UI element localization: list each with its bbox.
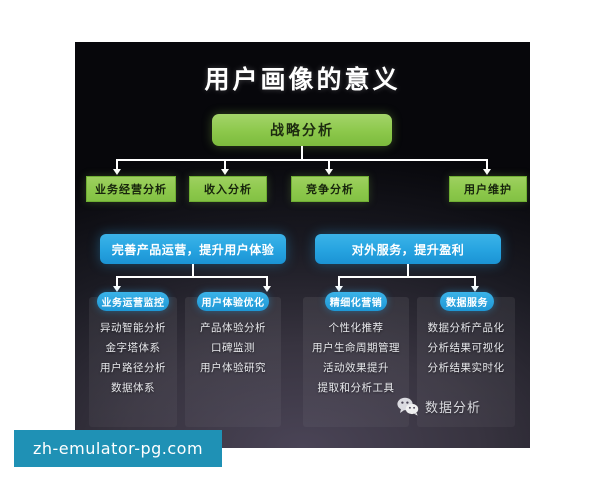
column-header-refined-marketing[interactable]: 精细化营销 <box>325 292 387 311</box>
node-user-maintenance[interactable]: 用户维护 <box>449 176 527 202</box>
column-header-business-monitoring[interactable]: 业务运营监控 <box>97 292 169 311</box>
connector-arrow-1 <box>113 169 121 175</box>
column-items-4: 数据分析产品化 分析结果可视化 分析结果实时化 <box>417 320 515 375</box>
column-items-2: 产品体验分析 口碑监测 用户体验研究 <box>185 320 281 375</box>
list-item: 分析结果可视化 <box>427 342 505 354</box>
connector-arrow-r1 <box>335 286 343 292</box>
list-item: 数据体系 <box>111 382 155 394</box>
node-strategy-analysis[interactable]: 战略分析 <box>212 114 392 146</box>
wechat-label: 数据分析 <box>425 401 482 416</box>
site-banner-text: zh-emulator-pg.com <box>32 439 204 458</box>
connector-drop-1 <box>116 159 118 170</box>
list-item: 分析结果实时化 <box>427 362 505 374</box>
list-item: 金字塔体系 <box>105 342 161 354</box>
node-label: 竞争分析 <box>306 183 354 196</box>
column-panel-4 <box>417 297 515 427</box>
list-item: 数据分析产品化 <box>427 322 505 334</box>
connector-drop-2 <box>224 159 226 170</box>
column-header-label: 数据服务 <box>446 298 488 309</box>
node-external-service-profit[interactable]: 对外服务，提升盈利 <box>315 234 501 264</box>
connector-trunk-right <box>407 264 409 276</box>
node-label: 业务经营分析 <box>95 183 167 196</box>
site-banner[interactable]: zh-emulator-pg.com <box>14 430 222 467</box>
page-title: 用户画像的意义 <box>204 65 401 94</box>
list-item: 用户生命周期管理 <box>312 342 400 354</box>
connector-trunk-left <box>192 264 194 276</box>
list-item: 产品体验分析 <box>200 322 266 334</box>
column-panel-3 <box>303 297 409 427</box>
node-label: 对外服务，提升盈利 <box>351 242 465 257</box>
connector-drop-r2 <box>474 276 476 287</box>
list-item: 提取和分析工具 <box>317 382 395 394</box>
list-item: 口碑监测 <box>211 342 255 354</box>
node-label: 完善产品运营，提升用户体验 <box>111 242 275 257</box>
node-competition-analysis[interactable]: 竞争分析 <box>291 176 369 202</box>
connector-arrow-4 <box>483 169 491 175</box>
column-header-label: 精细化营销 <box>329 298 383 309</box>
slide-canvas: 用户画像的意义 战略分析 业务经营分析 收入分析 竞争分析 用户维护 <box>75 42 530 448</box>
node-label: 收入分析 <box>204 183 252 196</box>
column-header-label: 业务运营监控 <box>101 298 165 309</box>
connector-drop-4 <box>486 159 488 170</box>
node-label: 战略分析 <box>270 123 334 139</box>
column-panel-1 <box>89 297 177 427</box>
connector-bus <box>116 159 488 161</box>
connector-trunk <box>301 146 303 159</box>
wechat-icon <box>397 397 419 416</box>
connector-drop-r1 <box>338 276 340 287</box>
column-items-3: 个性化推荐 用户生命周期管理 活动效果提升 提取和分析工具 <box>303 320 409 395</box>
connector-drop-3 <box>328 159 330 170</box>
list-item: 异动智能分析 <box>100 322 166 334</box>
column-panel-2 <box>185 297 281 427</box>
column-header-label: 用户体验优化 <box>201 298 265 309</box>
node-improve-product-operation[interactable]: 完善产品运营，提升用户体验 <box>100 234 286 264</box>
connector-arrow-l2 <box>263 286 271 292</box>
column-items-1: 异动智能分析 金字塔体系 用户路径分析 数据体系 <box>89 320 177 395</box>
list-item: 个性化推荐 <box>328 322 384 334</box>
connector-drop-l1 <box>116 276 118 287</box>
node-label: 用户维护 <box>464 183 512 196</box>
column-header-ux-optimization[interactable]: 用户体验优化 <box>197 292 269 311</box>
node-business-operation-analysis[interactable]: 业务经营分析 <box>86 176 176 202</box>
connector-bus-left <box>116 276 268 278</box>
connector-arrow-3 <box>325 169 333 175</box>
connector-bus-right <box>338 276 476 278</box>
node-revenue-analysis[interactable]: 收入分析 <box>189 176 267 202</box>
connector-arrow-l1 <box>113 286 121 292</box>
list-item: 用户体验研究 <box>200 362 266 374</box>
list-item: 用户路径分析 <box>100 362 166 374</box>
connector-drop-l2 <box>266 276 268 287</box>
wechat-watermark: 数据分析 <box>397 397 481 416</box>
column-header-data-service[interactable]: 数据服务 <box>440 292 494 311</box>
connector-arrow-2 <box>221 169 229 175</box>
list-item: 活动效果提升 <box>323 362 389 374</box>
connector-arrow-r2 <box>471 286 479 292</box>
